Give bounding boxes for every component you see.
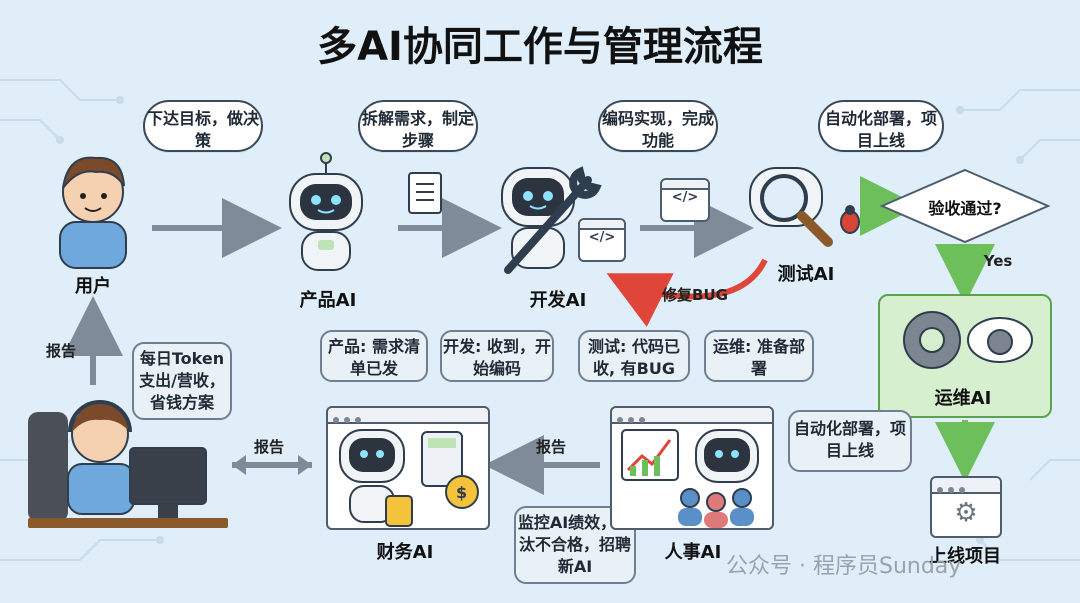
decision-label: 验收通过?	[928, 199, 1002, 218]
node-ops-ai: 运维AI	[934, 388, 992, 409]
yes-label: Yes	[983, 252, 1013, 270]
thought-product: 拆解需求，制定步骤	[358, 100, 478, 152]
cloud-icon	[967, 317, 1033, 363]
node-product-ai: 产品AI	[299, 290, 357, 311]
hr-robot-icon	[621, 429, 759, 528]
code-window: </>	[660, 178, 710, 222]
calculator-icon	[421, 431, 463, 487]
bug-icon	[840, 205, 860, 234]
report-up-label: 报告	[45, 342, 76, 360]
chat-dev: 开发: 收到，开始编码	[440, 330, 554, 382]
node-user: 用户	[75, 276, 111, 297]
node-test-ai: 测试AI	[777, 264, 835, 285]
user-avatar	[59, 156, 127, 269]
dev-robot-icon	[501, 166, 602, 274]
chart-icon	[621, 429, 679, 481]
people-icon	[678, 488, 754, 528]
node-hr-ai: 人事AI	[664, 542, 722, 563]
page-title: 多AI协同工作与管理流程	[317, 24, 763, 70]
node-launch: 上线项目	[929, 546, 1001, 567]
node-finance-ai: 财务AI	[376, 542, 434, 563]
fix-bug-label: 修复BUG	[662, 286, 728, 304]
svg-text:$: $	[456, 483, 467, 502]
chat-product: 产品: 需求清单已发	[320, 330, 428, 382]
note-ops: 自动化部署，项目上线	[788, 410, 912, 472]
arrow-fix-bug	[606, 258, 768, 327]
thought-test: 自动化部署，项目上线	[818, 100, 944, 152]
launch-window: ⚙	[930, 476, 1002, 538]
product-robot-icon	[289, 152, 363, 271]
dev-code-window: </>	[578, 218, 626, 262]
gear-icon: ⚙	[954, 498, 978, 528]
chat-test: 测试: 代码已收, 有BUG	[578, 330, 690, 382]
coin-icon: $	[445, 475, 479, 509]
node-dev-ai: 开发AI	[529, 290, 587, 311]
watermark: 公众号 · 程序员Sunday	[726, 554, 962, 579]
report-hr-label: 报告	[535, 438, 566, 456]
report-finance-label: 报告	[253, 438, 284, 456]
thought-dev: 编码实现，完成功能	[598, 100, 718, 152]
operator-avatar	[28, 400, 228, 528]
finance-robot-icon: $	[339, 429, 479, 527]
decision-diamond	[879, 168, 1051, 244]
thought-user: 下达目标，做决策	[143, 100, 263, 152]
code-icon: </>	[588, 230, 616, 245]
wrench-icon	[504, 166, 602, 274]
note-finance: 每日Token支出/营收，省钱方案	[132, 342, 232, 420]
code-icon: </>	[671, 190, 699, 205]
document-icon	[408, 172, 442, 214]
chat-ops: 运维: 准备部署	[704, 330, 814, 382]
gear-icon	[903, 311, 1033, 369]
test-robot-icon	[749, 167, 860, 247]
